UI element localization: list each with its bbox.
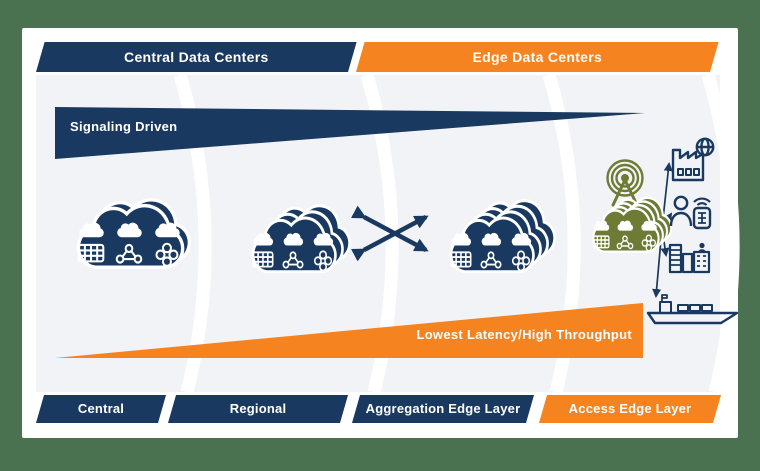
regional-cloud-icon	[251, 204, 352, 274]
header-central-label: Central Data Centers	[124, 49, 269, 65]
signaling-wedge	[55, 107, 645, 159]
header-bar-central: Central Data Centers	[36, 42, 357, 72]
layer-bar-regional: Regional	[168, 395, 349, 423]
access-cloud-icon	[592, 196, 673, 253]
latency-label: Lowest Latency/High Throughput	[416, 327, 632, 342]
city-buildings-icon	[668, 242, 711, 274]
aggregation-cloud-icon	[449, 199, 557, 274]
layer-bar-aggregation: Aggregation Edge Layer	[352, 395, 535, 423]
latency-wedge	[55, 303, 643, 358]
layer-access-label: Access Edge Layer	[568, 401, 692, 416]
diagram-card: Central Data Centers Edge Data Centers S…	[22, 28, 740, 438]
crossed-arrows-icon	[351, 205, 429, 262]
person-wearable-icon	[669, 195, 712, 230]
layer-central-label: Central	[77, 401, 125, 416]
central-cloud-icon	[76, 198, 192, 270]
layer-bar-access: Access Edge Layer	[539, 395, 722, 423]
signaling-label: Signaling Driven	[70, 119, 178, 134]
layer-bar-central: Central	[36, 395, 167, 423]
cargo-ship-icon	[646, 294, 739, 325]
header-bar-edge: Edge Data Centers	[356, 42, 719, 72]
header-edge-label: Edge Data Centers	[472, 49, 603, 65]
layer-aggregation-label: Aggregation Edge Layer	[365, 401, 521, 416]
factory-icon	[671, 137, 715, 182]
layer-regional-label: Regional	[229, 401, 287, 416]
